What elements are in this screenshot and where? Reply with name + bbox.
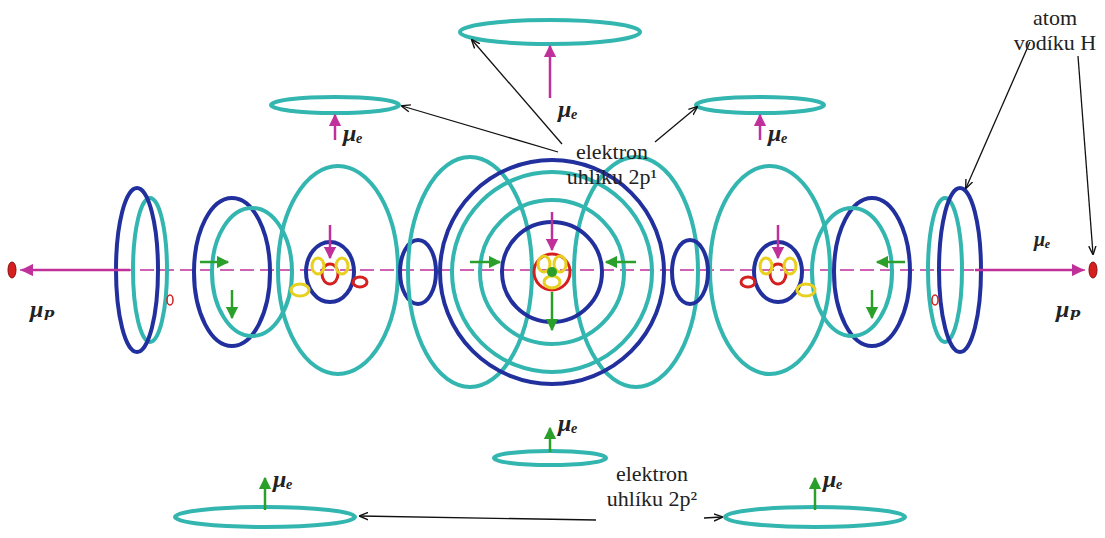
moment-arrow <box>777 225 780 258</box>
nucleus-ring <box>312 258 324 274</box>
nucleus-ring <box>797 284 815 296</box>
moment-symbol: μₑ <box>768 120 788 147</box>
electron-ring <box>133 198 167 342</box>
moment-arrow <box>877 261 905 264</box>
electron-ring <box>834 198 910 346</box>
callout-label: elektron uhlíku 2p¹ <box>556 140 668 189</box>
moment-symbol: μₚ <box>30 296 55 323</box>
leader-line <box>966 42 1030 188</box>
moment-arrow <box>470 261 500 264</box>
moment-arrow <box>231 290 234 318</box>
electron-ring <box>440 160 664 384</box>
leader-line <box>1078 56 1093 254</box>
moment-symbol: μₚ <box>1056 296 1081 323</box>
leader-line <box>360 516 596 520</box>
nucleus-ring <box>544 276 560 288</box>
proton <box>167 295 173 305</box>
moment-arrow <box>551 212 554 250</box>
electron-ring <box>278 166 398 374</box>
moment-arrow <box>814 478 817 510</box>
nucleus-core <box>547 267 557 277</box>
leader-line <box>472 40 562 144</box>
moment-symbol: μₑ <box>343 120 363 147</box>
moment-arrow <box>606 261 636 264</box>
proton <box>8 262 16 278</box>
electron-ring <box>574 157 698 387</box>
moment-arrow <box>975 269 1083 272</box>
electron-ring <box>672 240 708 304</box>
moment-arrow <box>334 115 337 140</box>
moment-arrow <box>759 115 762 140</box>
leader-line <box>655 107 697 142</box>
moment-arrow <box>551 292 554 330</box>
moment-arrow <box>200 261 228 264</box>
callout-label: elektron uhlíku 2p² <box>598 462 706 511</box>
electron-ring <box>939 188 981 352</box>
nucleus-ring <box>784 258 796 274</box>
nucleus-ring <box>760 258 772 274</box>
nucleus-ring <box>741 277 755 287</box>
proton <box>1089 262 1097 278</box>
moment-symbol: μₑ <box>273 466 293 493</box>
electron-ring <box>400 240 436 304</box>
proton <box>932 295 938 305</box>
electron-ring <box>452 172 652 372</box>
moment-symbol: μₑ <box>558 96 578 123</box>
moment-arrow <box>329 225 332 258</box>
electron-ring <box>812 208 892 336</box>
leader-line <box>704 517 722 518</box>
electron-ring <box>494 451 606 465</box>
moment-arrow <box>549 428 552 452</box>
nucleus-ring <box>291 284 309 296</box>
nucleus-ring <box>336 258 348 274</box>
nucleus-ring <box>534 254 570 290</box>
moment-arrow <box>264 478 267 510</box>
moment-symbol: μₑ <box>558 410 578 437</box>
electron-ring <box>271 97 399 113</box>
electron-ring <box>696 97 824 113</box>
electron-ring <box>480 200 624 344</box>
nucleus-ring <box>353 277 367 287</box>
moment-arrow <box>549 46 552 98</box>
leader-line <box>402 106 558 152</box>
moment-arrow <box>871 290 874 318</box>
electron-ring <box>460 20 640 44</box>
electron-ring <box>194 198 270 346</box>
electron-ring <box>408 157 532 387</box>
moment-arrow <box>22 269 130 272</box>
moment-symbol: μₑ <box>823 466 843 493</box>
moment-symbol: μₑ <box>1034 228 1051 250</box>
callout-label: atom vodíku H <box>1010 6 1100 55</box>
